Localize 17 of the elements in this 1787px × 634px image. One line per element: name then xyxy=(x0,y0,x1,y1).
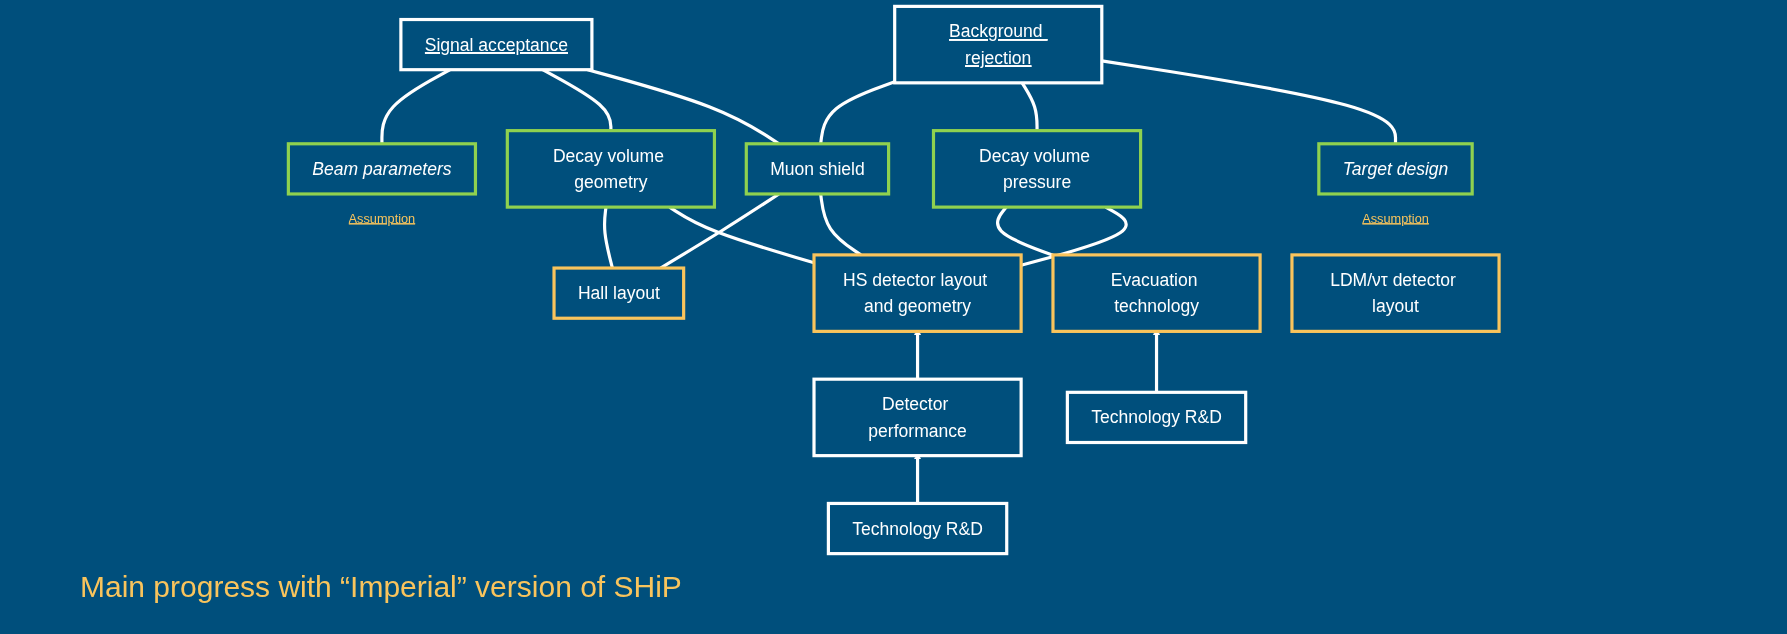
process-box: LDM/ντ detector layout xyxy=(1290,253,1501,333)
note-text: Main progress with “Imperial” version of SHiP xyxy=(80,570,682,604)
process-box: Signal acceptance xyxy=(399,17,594,72)
process-box: HS detector layout and geometry xyxy=(812,253,1023,333)
process-box: Evacuation technology xyxy=(1051,253,1262,333)
process-box: Hall layout xyxy=(552,266,686,320)
process-box: Technology R&D xyxy=(1065,390,1248,445)
note-link: Assumption xyxy=(1362,211,1429,226)
process-box: Muon shield xyxy=(744,142,890,196)
process-box: Target design xyxy=(1317,142,1474,196)
process-box: Background rejection xyxy=(892,4,1104,85)
process-box: Decay volume geometry xyxy=(505,129,716,209)
note-link: Assumption xyxy=(348,211,415,226)
process-box: Detector performance xyxy=(812,377,1023,458)
process-box: Beam parameters xyxy=(286,142,477,196)
process-box: Technology R&D xyxy=(826,501,1009,556)
process-box: Decay volume pressure xyxy=(931,129,1142,209)
